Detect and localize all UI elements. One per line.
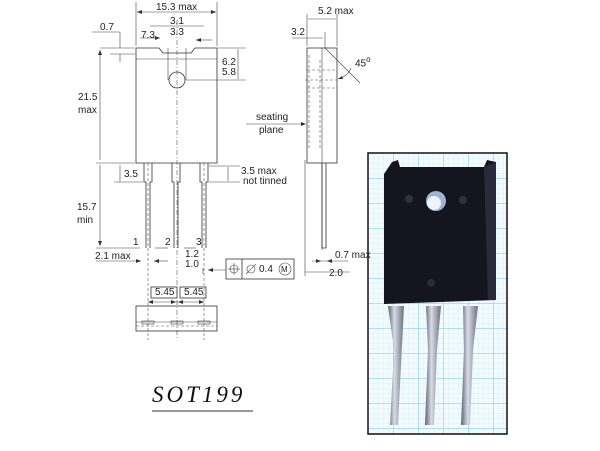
dim-lead-width-a: 1.2 (185, 249, 199, 260)
dim-tab-offset: 7.3 (141, 30, 155, 41)
dim-lead-shoulder: 3.5 (124, 169, 138, 180)
dim-angle: 45o (355, 55, 371, 70)
dim-notch-a: 3.1 (170, 16, 184, 27)
dim-tab-thickness: 3.2 (291, 27, 305, 38)
dim-lead-width-max: 2.1 max (95, 251, 131, 262)
front-view (92, 2, 295, 340)
component-photo (367, 152, 508, 435)
dim-not-tinned-a: 3.5 max (241, 166, 277, 177)
seating-plane-a: seating (256, 112, 289, 123)
dim-lead-width-b: 1.0 (185, 259, 199, 270)
side-view (246, 14, 361, 276)
leads (143, 163, 209, 340)
dim-height-suffix: max (78, 105, 97, 116)
tolerance-modifier: M (281, 265, 288, 274)
dim-lead-length-suffix: min (77, 215, 94, 226)
dim-pitch-b: 5.45 (184, 287, 204, 298)
dim-height: 21.5 (78, 92, 98, 103)
dim-lead-offset: 2.0 (329, 268, 343, 279)
pin-3-label: 3 (196, 237, 202, 248)
dim-hole-a: 6.2 (222, 57, 236, 68)
dim-lead-thickness: 0.7 max (335, 250, 371, 261)
dim-width-max: 15.3 max (156, 2, 198, 13)
dim-notch-b: 3.3 (170, 27, 184, 38)
pin-2-label: 2 (165, 237, 171, 248)
pin-1-label: 1 (133, 237, 139, 248)
dim-pitch-a: 5.45 (155, 287, 175, 298)
dim-top-step: 0.7 (100, 22, 114, 33)
dim-side-thickness: 5.2 max (318, 6, 354, 17)
dim-hole-b: 5.8 (222, 67, 236, 78)
dim-not-tinned-b: not tinned (243, 176, 287, 187)
dim-lead-length: 15.7 (77, 202, 97, 213)
seating-plane-b: plane (259, 125, 284, 136)
tolerance-diameter: 0.4 (259, 264, 273, 275)
package-title: SOT199 (152, 382, 246, 407)
bottom-view (135, 286, 218, 332)
